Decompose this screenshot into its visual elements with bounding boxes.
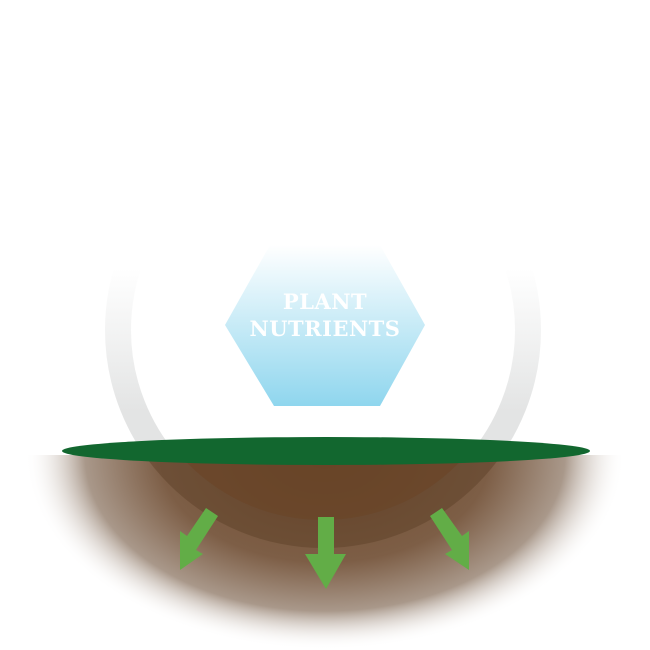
nutrients-hexagon <box>225 245 425 406</box>
hexagon-label: PLANT NUTRIENTS <box>225 288 425 342</box>
arrow-down-icon <box>305 517 346 589</box>
grass-surface <box>62 437 590 465</box>
arrow-right-icon <box>430 508 469 570</box>
topsoil-zone <box>179 455 467 520</box>
arrow-left-icon <box>180 508 218 570</box>
hexagon-label-line1: PLANT <box>282 289 368 314</box>
cycle-ring <box>105 112 541 455</box>
hexagon-label-line2: NUTRIENTS <box>249 316 401 341</box>
